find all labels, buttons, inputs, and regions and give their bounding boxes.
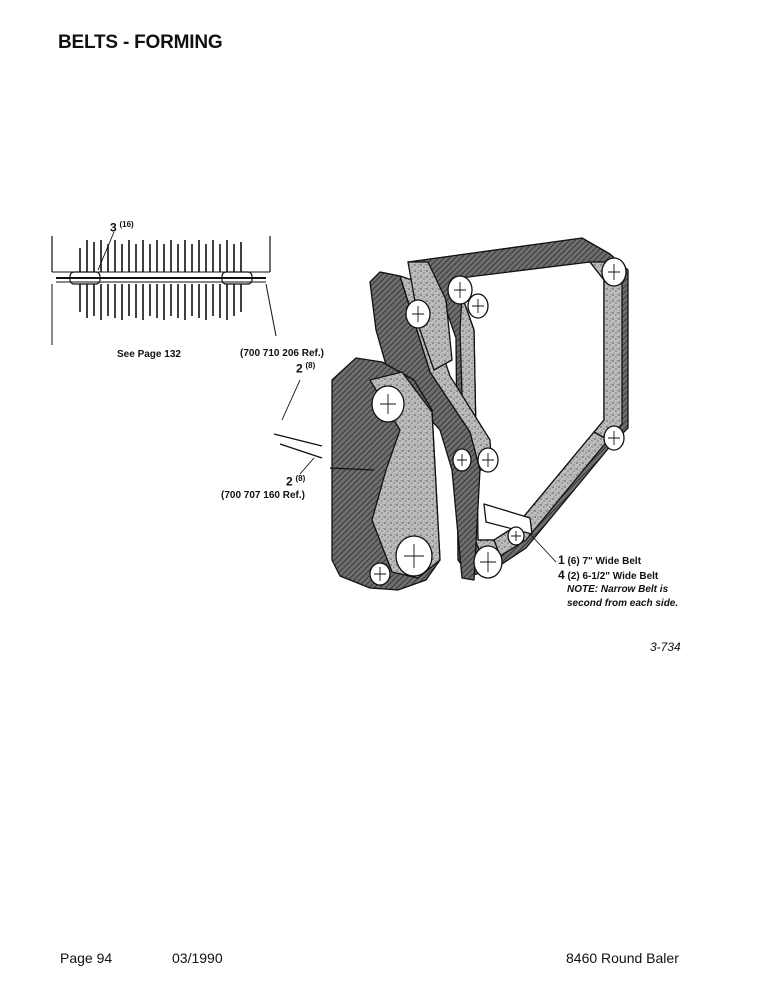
lower-ref-number: (700 707 160 Ref.) bbox=[221, 490, 305, 501]
callout-number: 3 bbox=[110, 220, 117, 235]
callout-number: 2 bbox=[296, 361, 303, 376]
callout-part-2-upper: 2 (8) bbox=[296, 361, 315, 375]
page-title: BELTS - FORMING bbox=[58, 32, 223, 53]
callout-part-1: 1 (6) 7" Wide Belt bbox=[558, 553, 641, 567]
callout-number: 2 bbox=[286, 474, 293, 489]
callout-description: (6) 7" Wide Belt bbox=[567, 556, 642, 567]
callout-number: 1 bbox=[558, 553, 565, 567]
tine-bars bbox=[79, 240, 242, 320]
callout-quantity: (8) bbox=[305, 361, 316, 370]
note-line-1: NOTE: Narrow Belt is bbox=[567, 584, 669, 595]
callout-part-3: 3 (16) bbox=[110, 220, 134, 234]
note-line-2: second from each side. bbox=[567, 598, 679, 609]
footer-page-number: Page 94 bbox=[60, 950, 113, 966]
callout-number: 4 bbox=[558, 568, 565, 582]
callout-quantity: (8) bbox=[295, 474, 306, 483]
see-page-reference: See Page 132 bbox=[117, 349, 181, 360]
footer-date: 03/1990 bbox=[172, 950, 223, 966]
callout-part-4: 4 (2) 6-1/2" Wide Belt bbox=[558, 568, 658, 582]
figure-id: 3-734 bbox=[650, 640, 681, 654]
callout-description: (2) 6-1/2" Wide Belt bbox=[567, 571, 659, 582]
upper-ref-number: (700 710 206 Ref.) bbox=[240, 348, 324, 359]
roller-crosses bbox=[374, 264, 620, 581]
callout-quantity: (16) bbox=[119, 220, 134, 229]
inset-detail bbox=[51, 231, 277, 345]
footer-model: 8460 Round Baler bbox=[566, 950, 679, 966]
callout-part-2-lower: 2 (8) bbox=[286, 474, 305, 488]
rods bbox=[273, 379, 557, 563]
